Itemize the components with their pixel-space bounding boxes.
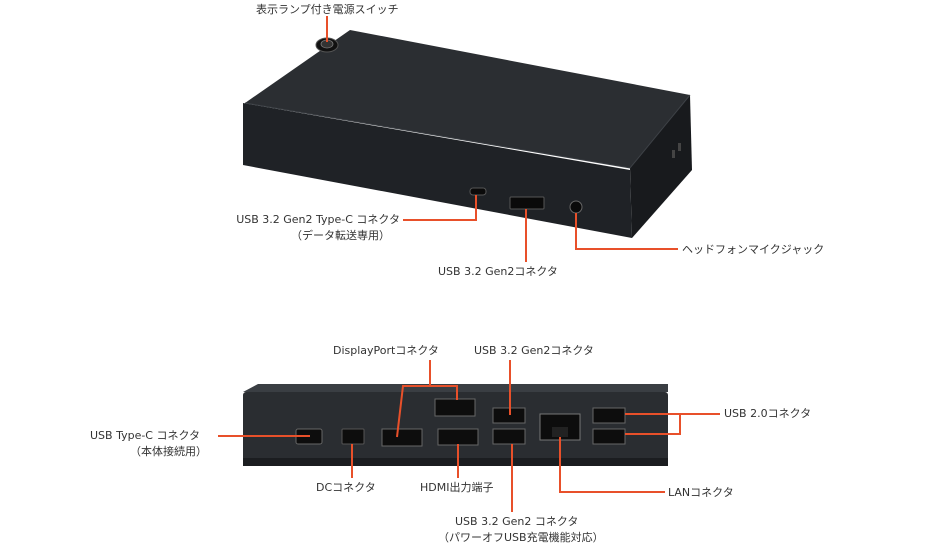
- rear-usb32-lower-icon: [492, 428, 526, 445]
- label-headset-jack: ヘッドフォンマイクジャック: [682, 243, 825, 256]
- label-power-switch: 表示ランプ付き電源スイッチ: [256, 3, 399, 16]
- label-lan: LANコネクタ: [668, 486, 734, 499]
- label-displayport: DisplayPortコネクタ: [333, 344, 439, 357]
- front-usba-port-icon: [509, 196, 545, 210]
- label-hdmi: HDMI出力端子: [420, 481, 494, 494]
- hdmi-port-icon: [437, 428, 479, 446]
- usb20-upper-icon: [592, 407, 626, 424]
- headset-jack-icon: [569, 200, 583, 214]
- leader-lines-top: [326, 16, 678, 262]
- power-button-icon: [315, 37, 339, 53]
- dock-rear-view: [243, 384, 668, 466]
- dock-front-view: [243, 30, 692, 238]
- label-rear-charge-note: （パワーオフUSB充電機能対応）: [438, 531, 604, 544]
- label-front-usbc-note: （データ転送専用）: [291, 229, 390, 242]
- label-rear-usb32: USB 3.2 Gen2コネクタ: [474, 344, 594, 357]
- leader-lines-bottom: [218, 360, 720, 512]
- label-front-usba: USB 3.2 Gen2コネクタ: [438, 265, 558, 278]
- label-usb20: USB 2.0コネクタ: [724, 407, 812, 420]
- front-usbc-port-icon: [469, 187, 487, 196]
- label-rear-charge: USB 3.2 Gen2 コネクタ: [455, 515, 579, 528]
- label-host-usbc: USB Type-C コネクタ: [90, 429, 201, 442]
- displayport-upper-icon: [434, 398, 476, 417]
- label-front-usbc: USB 3.2 Gen2 Type-C コネクタ: [236, 213, 400, 226]
- label-dc: DCコネクタ: [316, 481, 376, 494]
- label-host-usbc-note: （本体接続用）: [130, 445, 207, 458]
- dc-port-icon: [341, 428, 365, 445]
- usb20-lower-icon: [592, 428, 626, 445]
- displayport-lower-icon: [381, 428, 423, 447]
